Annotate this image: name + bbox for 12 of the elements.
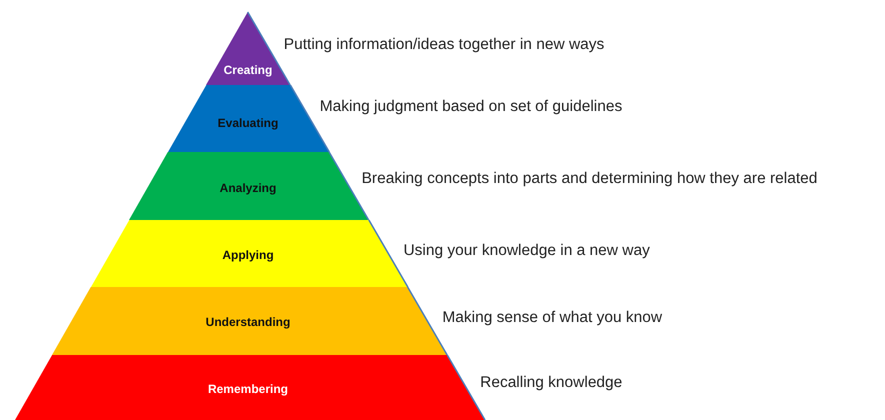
level-description: Recalling knowledge [480, 374, 622, 392]
level-description: Using your knowledge in a new way [403, 242, 650, 260]
level-label: Remembering [208, 382, 288, 396]
level-description: Putting information/ideas together in new ways [284, 36, 604, 54]
level-label: Evaluating [218, 116, 278, 130]
level-description: Making sense of what you know [442, 309, 662, 327]
level-description: Breaking concepts into parts and determining how they are related [362, 170, 818, 188]
level-description: Making judgment based on set of guidelines [320, 98, 622, 116]
level-label: Creating [224, 63, 272, 77]
level-label: Understanding [206, 315, 290, 329]
level-label: Applying [222, 248, 274, 262]
level-label: Analyzing [220, 181, 276, 195]
